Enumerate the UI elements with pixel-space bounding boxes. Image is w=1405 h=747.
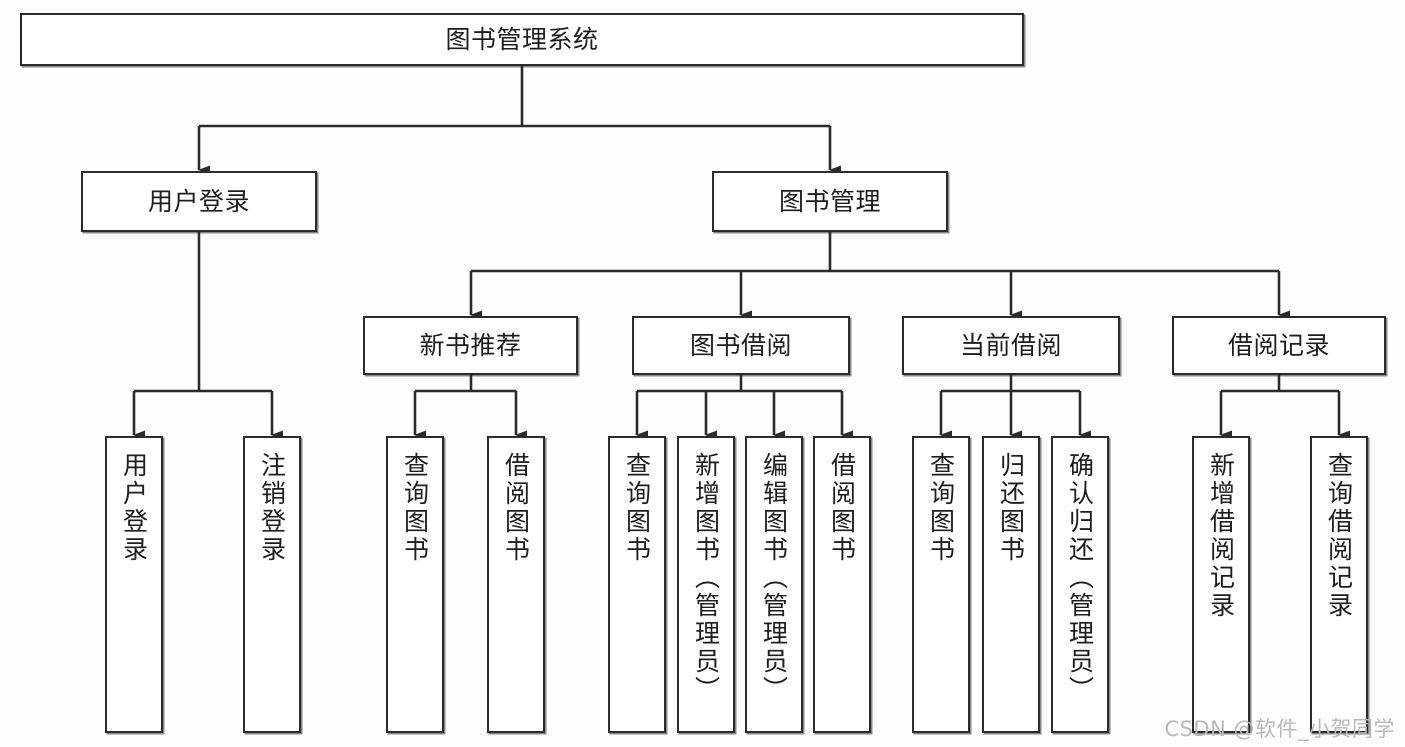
node-label: 新书推荐: [419, 330, 522, 360]
node-label: 图书管理: [778, 186, 881, 216]
node-book-manage[interactable]: 图书管理: [712, 171, 948, 232]
node-book-borrow[interactable]: 图书借阅: [632, 316, 850, 375]
node-new-book-rec[interactable]: 新书推荐: [363, 316, 578, 375]
node-leaf-logout[interactable]: 注销登录: [243, 436, 301, 733]
node-leaf-borrow-book-1[interactable]: 借阅图书: [487, 436, 545, 733]
node-leaf-borrow-book-2[interactable]: 借阅图书: [813, 436, 871, 733]
node-leaf-edit-book[interactable]: 编辑图书（管理员）: [745, 436, 803, 733]
node-label: 确认归还（管理员）: [1065, 452, 1095, 704]
node-label: 新增借阅记录: [1206, 452, 1236, 620]
node-label: 查询借阅记录: [1324, 452, 1354, 620]
node-label: 图书管理系统: [445, 24, 599, 54]
node-leaf-query-book-2[interactable]: 查询图书: [608, 436, 666, 733]
node-leaf-user-login[interactable]: 用户登录: [105, 436, 163, 733]
node-label: 用户登录: [119, 452, 149, 564]
node-label: 编辑图书（管理员）: [759, 452, 789, 704]
node-leaf-return-book[interactable]: 归还图书: [982, 436, 1040, 733]
node-current-borrow[interactable]: 当前借阅: [902, 316, 1120, 375]
node-label: 借阅图书: [827, 452, 857, 564]
node-leaf-query-record[interactable]: 查询借阅记录: [1310, 436, 1368, 733]
node-leaf-query-book-1[interactable]: 查询图书: [386, 436, 444, 733]
node-label: 查询图书: [926, 452, 956, 564]
node-leaf-query-book-3[interactable]: 查询图书: [912, 436, 970, 733]
node-label: 查询图书: [400, 452, 430, 564]
node-leaf-add-book[interactable]: 新增图书（管理员）: [677, 436, 735, 733]
node-borrow-record[interactable]: 借阅记录: [1172, 316, 1386, 375]
node-user-login[interactable]: 用户登录: [81, 171, 317, 232]
node-label: 查询图书: [622, 452, 652, 564]
node-label: 注销登录: [257, 452, 287, 564]
node-label: 用户登录: [147, 186, 250, 216]
node-label: 新增图书（管理员）: [691, 452, 721, 704]
node-label: 当前借阅: [959, 330, 1062, 360]
watermark-text: CSDN @软件_小贺同学: [1164, 717, 1395, 741]
node-label: 借阅图书: [501, 452, 531, 564]
node-leaf-add-record[interactable]: 新增借阅记录: [1192, 436, 1250, 733]
node-label: 图书借阅: [689, 330, 792, 360]
node-root[interactable]: 图书管理系统: [20, 13, 1024, 66]
node-label: 归还图书: [996, 452, 1026, 564]
node-leaf-confirm-return[interactable]: 确认归还（管理员）: [1051, 436, 1109, 733]
node-label: 借阅记录: [1227, 330, 1330, 360]
